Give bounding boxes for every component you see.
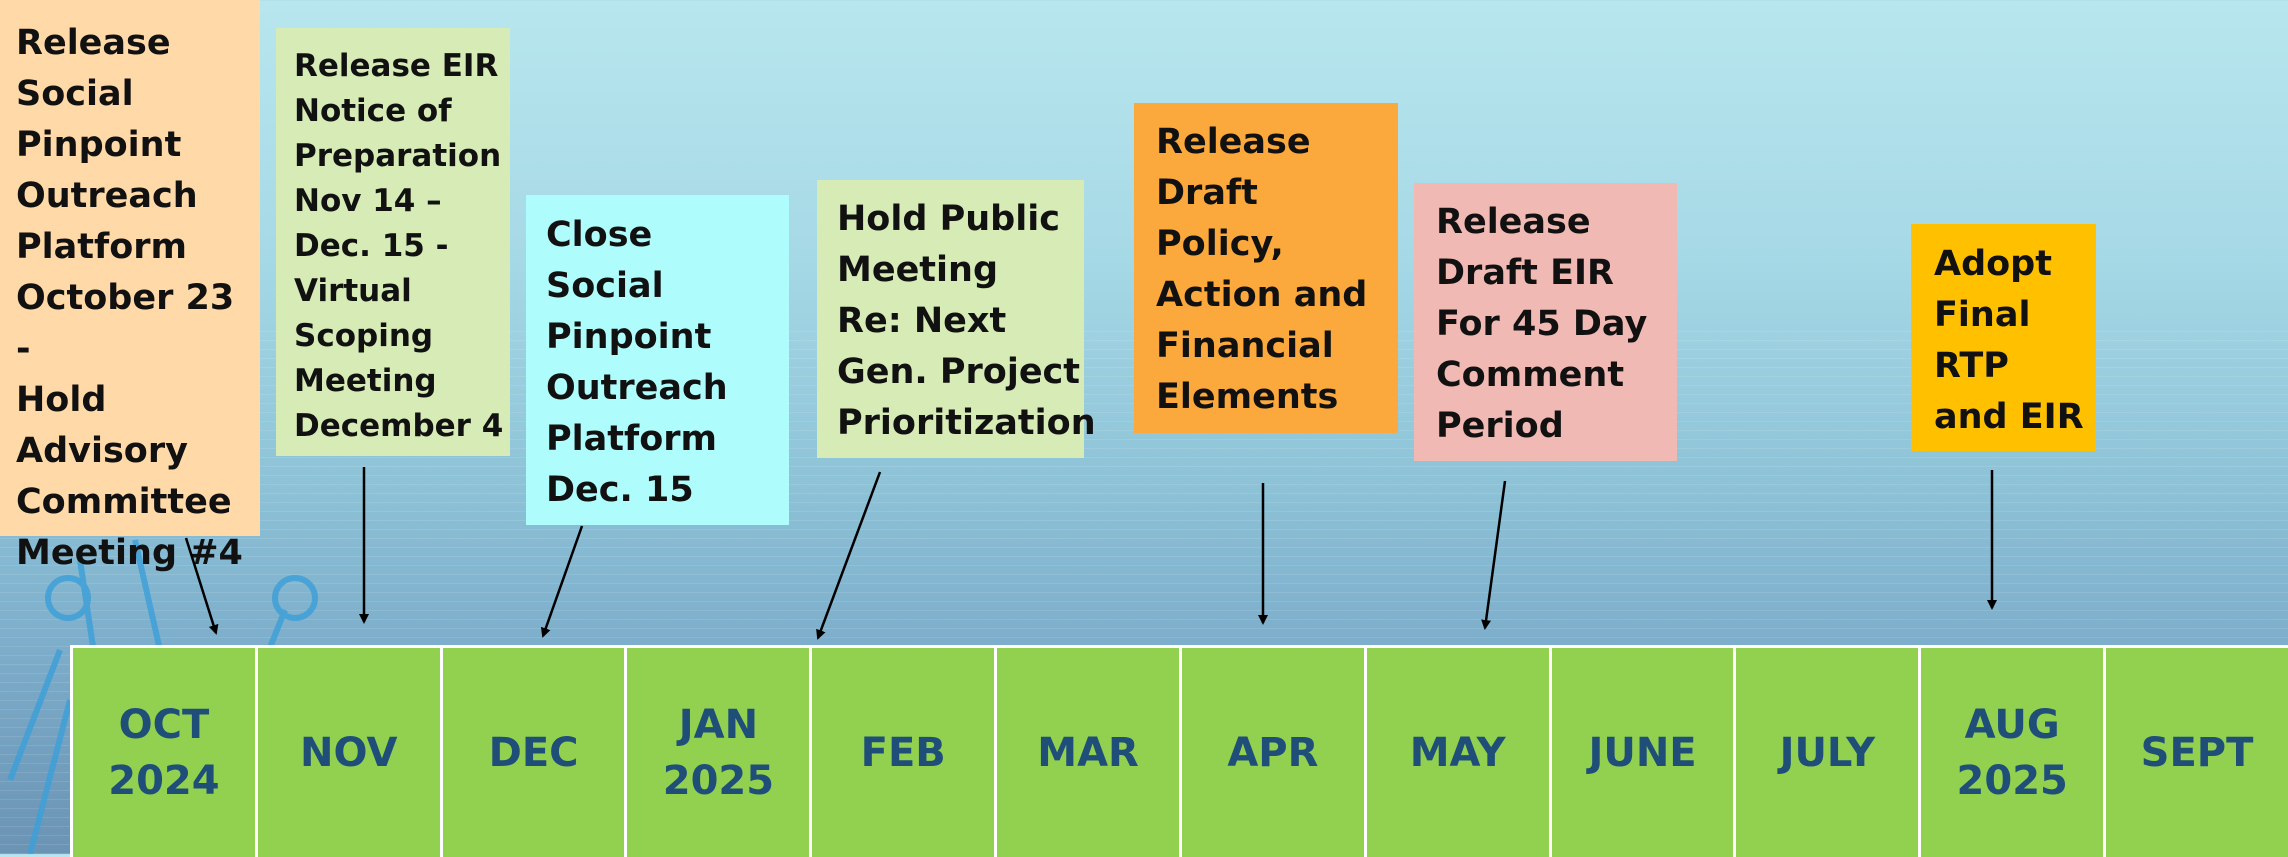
month-cell-may: MAY bbox=[1366, 648, 1552, 857]
arrow-may bbox=[1481, 480, 1507, 630]
milestone-note-public-meeting: Hold Public Meeting Re: Next Gen. Projec… bbox=[817, 180, 1096, 458]
milestone-note-social-pinpoint-release: Release Social Pinpoint Outreach Platfor… bbox=[0, 0, 260, 573]
month-cell-feb: FEB bbox=[812, 648, 998, 857]
month-label: MAR bbox=[1037, 729, 1139, 776]
month-cell-july: JULY bbox=[1736, 648, 1922, 857]
month-label: AUG 2025 bbox=[1956, 701, 2068, 804]
milestone-note-adopt-final: Adopt Final RTP and EIR bbox=[1911, 224, 2096, 451]
month-label: SEPT bbox=[2140, 729, 2254, 776]
timeline-bar: OCT 2024 NOV DEC JAN 2025 FEB MAR APR MA… bbox=[70, 645, 2288, 857]
month-cell-june: JUNE bbox=[1551, 648, 1737, 857]
month-cell-dec: DEC bbox=[442, 648, 628, 857]
milestone-note-draft-policy: Release Draft Policy, Action and Financi… bbox=[1134, 103, 1398, 433]
arrow-feb bbox=[816, 471, 882, 640]
milestone-note-close-social-pinpoint: Close Social Pinpoint Outreach Platform … bbox=[526, 195, 789, 525]
month-label: APR bbox=[1227, 729, 1319, 776]
month-cell-apr: APR bbox=[1181, 648, 1367, 857]
month-cell-jan: JAN 2025 bbox=[627, 648, 813, 857]
month-cell-sept: SEPT bbox=[2106, 648, 2288, 857]
month-cell-nov: NOV bbox=[257, 648, 443, 857]
arrow-dec bbox=[540, 525, 584, 638]
month-label: JULY bbox=[1779, 729, 1876, 776]
month-label: OCT 2024 bbox=[108, 701, 220, 804]
month-cell-aug: AUG 2025 bbox=[1921, 648, 2107, 857]
month-label: JAN 2025 bbox=[662, 701, 775, 804]
month-cell-mar: MAR bbox=[997, 648, 1182, 857]
milestone-note-eir-notice: Release EIR Notice of Preparation Nov 14… bbox=[276, 28, 510, 456]
milestone-note-draft-eir: Release Draft EIR For 45 Day Comment Per… bbox=[1414, 183, 1677, 461]
month-cell-oct: OCT 2024 bbox=[70, 648, 258, 857]
month-label: DEC bbox=[488, 729, 579, 776]
month-label: NOV bbox=[300, 729, 398, 776]
month-label: MAY bbox=[1409, 729, 1506, 776]
month-label: JUNE bbox=[1588, 729, 1697, 776]
month-label: FEB bbox=[860, 729, 946, 776]
